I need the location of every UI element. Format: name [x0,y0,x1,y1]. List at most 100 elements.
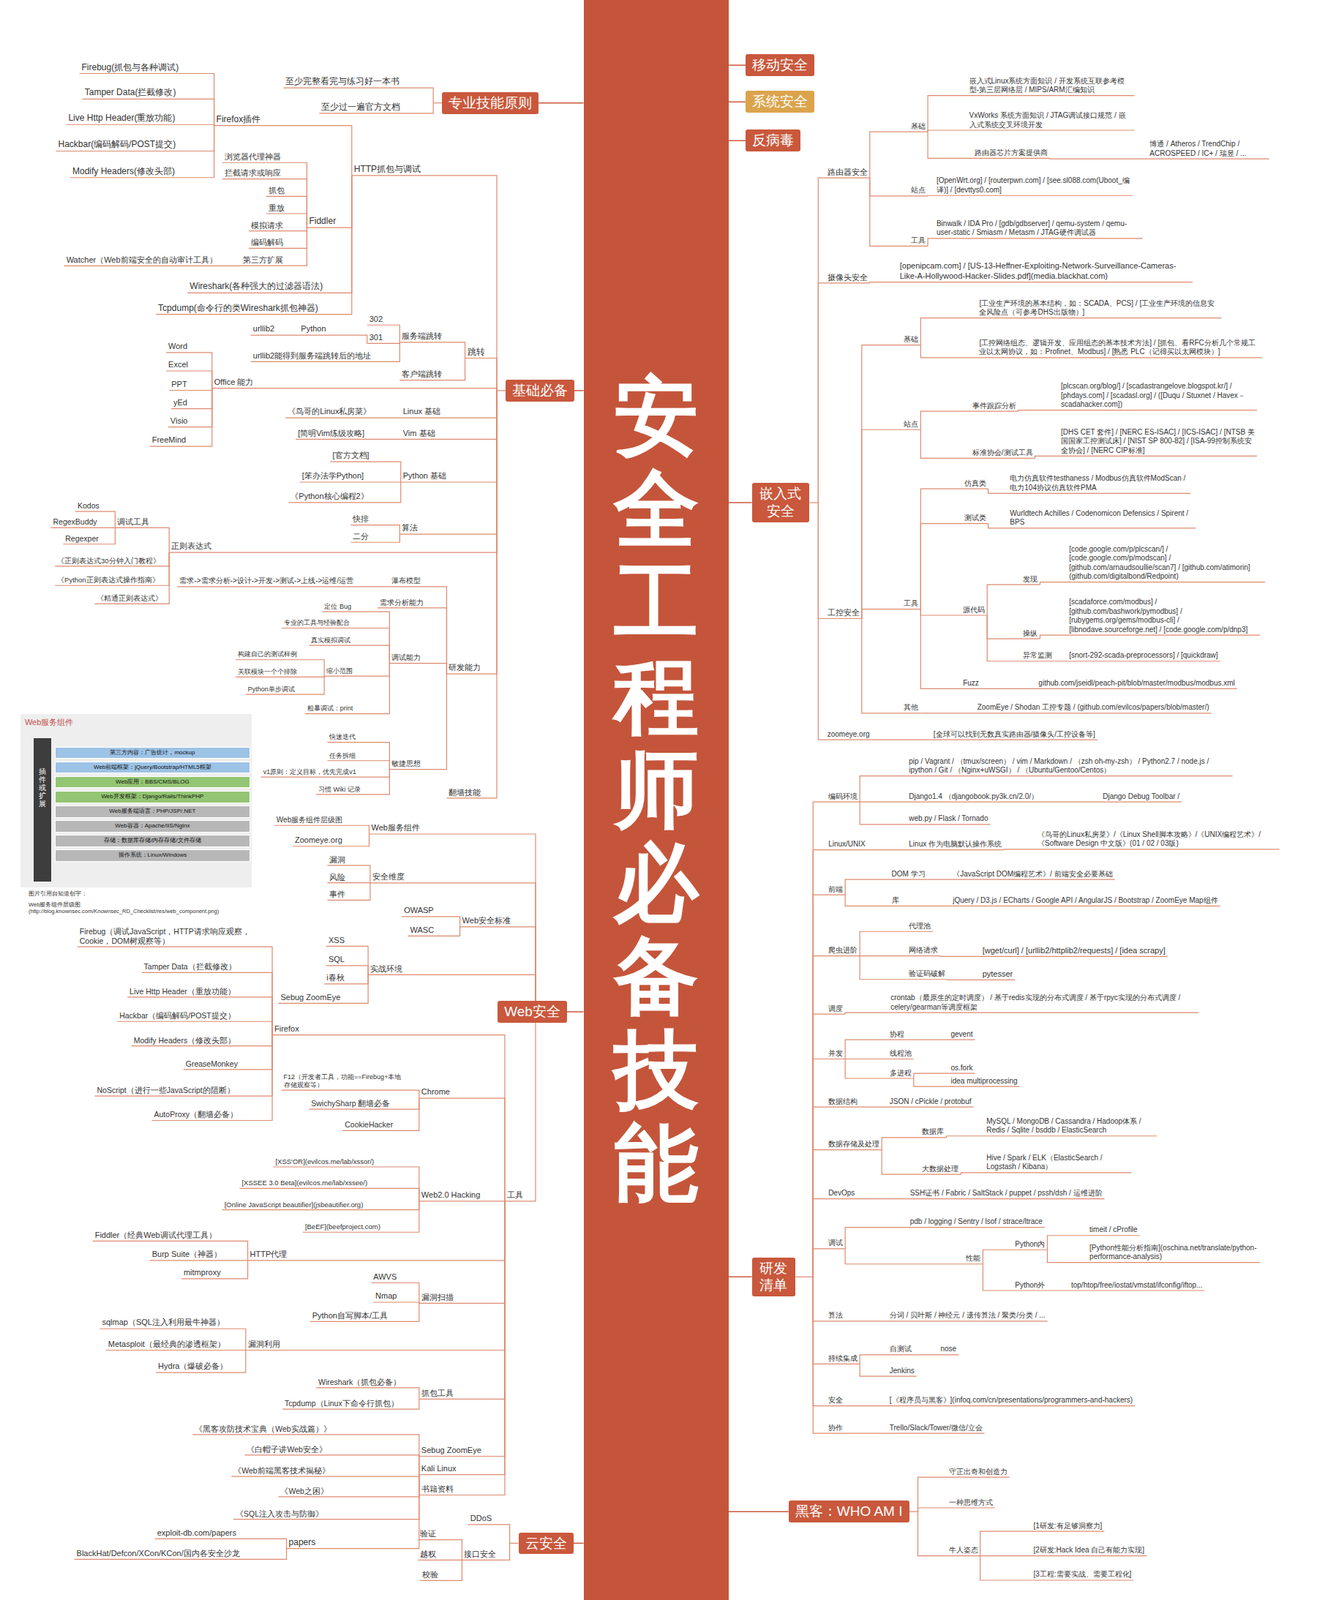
topic-label: JSON / cPickle / protobuf [889,1097,972,1108]
topic-label: 路由器芯片方案提供商 [974,148,1048,159]
topic-label: 《Web前端黑客技术揭秘》 [233,1466,330,1476]
topic-label: [全球可以找到无数真实路由器/摄像头/工控设备等] [933,730,1096,740]
branch-line [274,825,370,835]
topic-label: 性能 [965,1254,981,1264]
topic-label: v1原则：定义目标，优先完成v1 [263,768,357,777]
topic-label: [《程序员与黑客》](infoq.com/cn/presentations/pr… [889,1396,1133,1406]
topic-label: 真实模拟调试 [310,636,351,645]
layer-box: Web应用：BBS/CMS/BLOG [54,776,250,789]
branch-line [152,1035,273,1121]
layer-label: Web应用：BBS/CMS/BLOG [55,777,249,789]
branch-line [400,390,497,418]
topic-label: 调试 [828,1238,843,1249]
topic-label: 异常监测 [1022,651,1053,661]
topic-label: Live Http Header(重放功能) [68,112,175,124]
topic-label: 安全 [828,1396,843,1406]
branch-line [960,1172,1132,1175]
branch-line [389,663,447,675]
inset-panel: Web服务组件第三方内容：广告统计，mockupWeb前端框架：jQuery/B… [20,714,252,888]
branch-line [149,1259,249,1261]
topic-label: pdb / logging / Sentry / lsof / strace/l… [910,1217,1043,1228]
branch-line [920,712,1211,714]
topic-label: 基础 [910,122,926,132]
branch-line [909,1511,919,1513]
branch-line [244,1455,419,1496]
topic-label: 浏览器代理神器 [224,152,281,162]
topic-label: jQuery / D3.js / ECharts / Google API / … [952,896,1218,906]
topic-label: [1研发:有足够洞察力] [1033,1521,1102,1532]
topic-label: 客户端跳转 [401,369,442,380]
branch-line [187,175,352,293]
topic-label: [XSSEE 3.0 Beta](evilcos.me/lab/xssee/) [241,1178,368,1188]
topic-label: 博通 / Atheros / TrendChip / ACROSPEED / I… [1149,139,1267,159]
branch-line [861,618,922,714]
topic-label: Fuzz [962,678,979,689]
topic-label: Modify Headers(修改头部) [72,166,175,178]
topic-label: 站点 [903,419,919,430]
topic-label: 至少过一遍官方文档 [321,101,401,113]
topic-label: 至少完整看完与练习好一本书 [285,76,400,88]
branch-line [282,1398,420,1410]
branch-line [812,1276,846,1406]
branch-line [927,131,1050,159]
topic-label: 《鸟哥的Linux私房菜》 [287,406,371,418]
topic-label: 电力仿真软件testhaness / Modbus仿真软件ModScan / 电… [1009,474,1189,493]
branch-line [496,389,506,391]
branch-line [812,956,860,1278]
branch-line [419,1201,505,1399]
branch-line [927,95,1135,133]
topic-label: 持续集成 [828,1354,858,1364]
topic-label: AWVS [373,1272,397,1283]
topic-label: zoomeye.org [827,730,870,740]
topic-label: Firebug(抓包与各种调试) [81,62,180,74]
topic-label: Word [168,341,188,352]
branch-line [370,1282,420,1304]
topic-label: 粗暴调试：print [307,704,354,713]
topic-label: 验证码破解 [908,969,946,979]
topic-label: 越权 [419,1549,437,1560]
topic-label: [简明Vim练级攻略] [297,428,365,439]
topic-label: Excel [168,359,189,371]
branch-line [419,1201,505,1476]
topic-label: PPT [171,379,187,390]
topic-label: Python单步调试 [248,685,295,694]
branch-label: Web安全 [504,1003,561,1021]
topic-label: 实战环境 [370,964,403,975]
topic-label: SQL [328,954,345,966]
topic-label: [笨办法学Python] [302,471,364,482]
layer-label: 存储：数据库存储/内存存储/文件存储 [55,835,249,847]
branch-line [278,1495,419,1497]
topic-label: 翻墙技能 [448,788,481,798]
branch-line [918,1511,981,1556]
topic-label: urllib2 [253,324,275,335]
topic-label: 快速迭代 [329,733,356,742]
topic-label: 服务端跳转 [401,331,442,342]
branch-line [64,264,241,267]
branch-line [367,342,401,344]
branch-line [509,1543,519,1544]
branch-line [51,527,116,529]
branch-line [377,608,448,674]
branch-label: 黑客：WHO AM I [795,1502,903,1521]
branch-line [288,482,401,503]
branch-line [168,388,213,428]
branch-line [812,1107,860,1277]
topic-label: 并发 [828,1049,843,1059]
topic-label: Kodos [77,501,100,511]
branch-label: 嵌入式 安全 [758,485,804,521]
topic-label: GreaseMonkey [185,1059,238,1069]
branch-line [920,429,1035,459]
layer-box: Web开发框架：Django/Rails/ThinkPHP [54,790,250,804]
topic-label: 工具 [507,1190,524,1201]
inset-title: Web服务组件 [24,717,74,729]
topic-label: 第三方扩展 [242,255,284,265]
branch-box: 系统安全 [745,90,815,113]
layer-label: 第三方内容：广告统计，mockup [55,747,249,759]
topic-label: Chrome [421,1087,450,1098]
branch-line [131,1035,273,1047]
branch-line [812,1150,882,1278]
layer-label: Web容器：Apache/IIS/Nginx [55,820,249,832]
topic-label: 牛人姿态 [948,1546,979,1556]
topic-label: Firefox插件 [216,114,262,126]
branch-line [155,1538,287,1549]
